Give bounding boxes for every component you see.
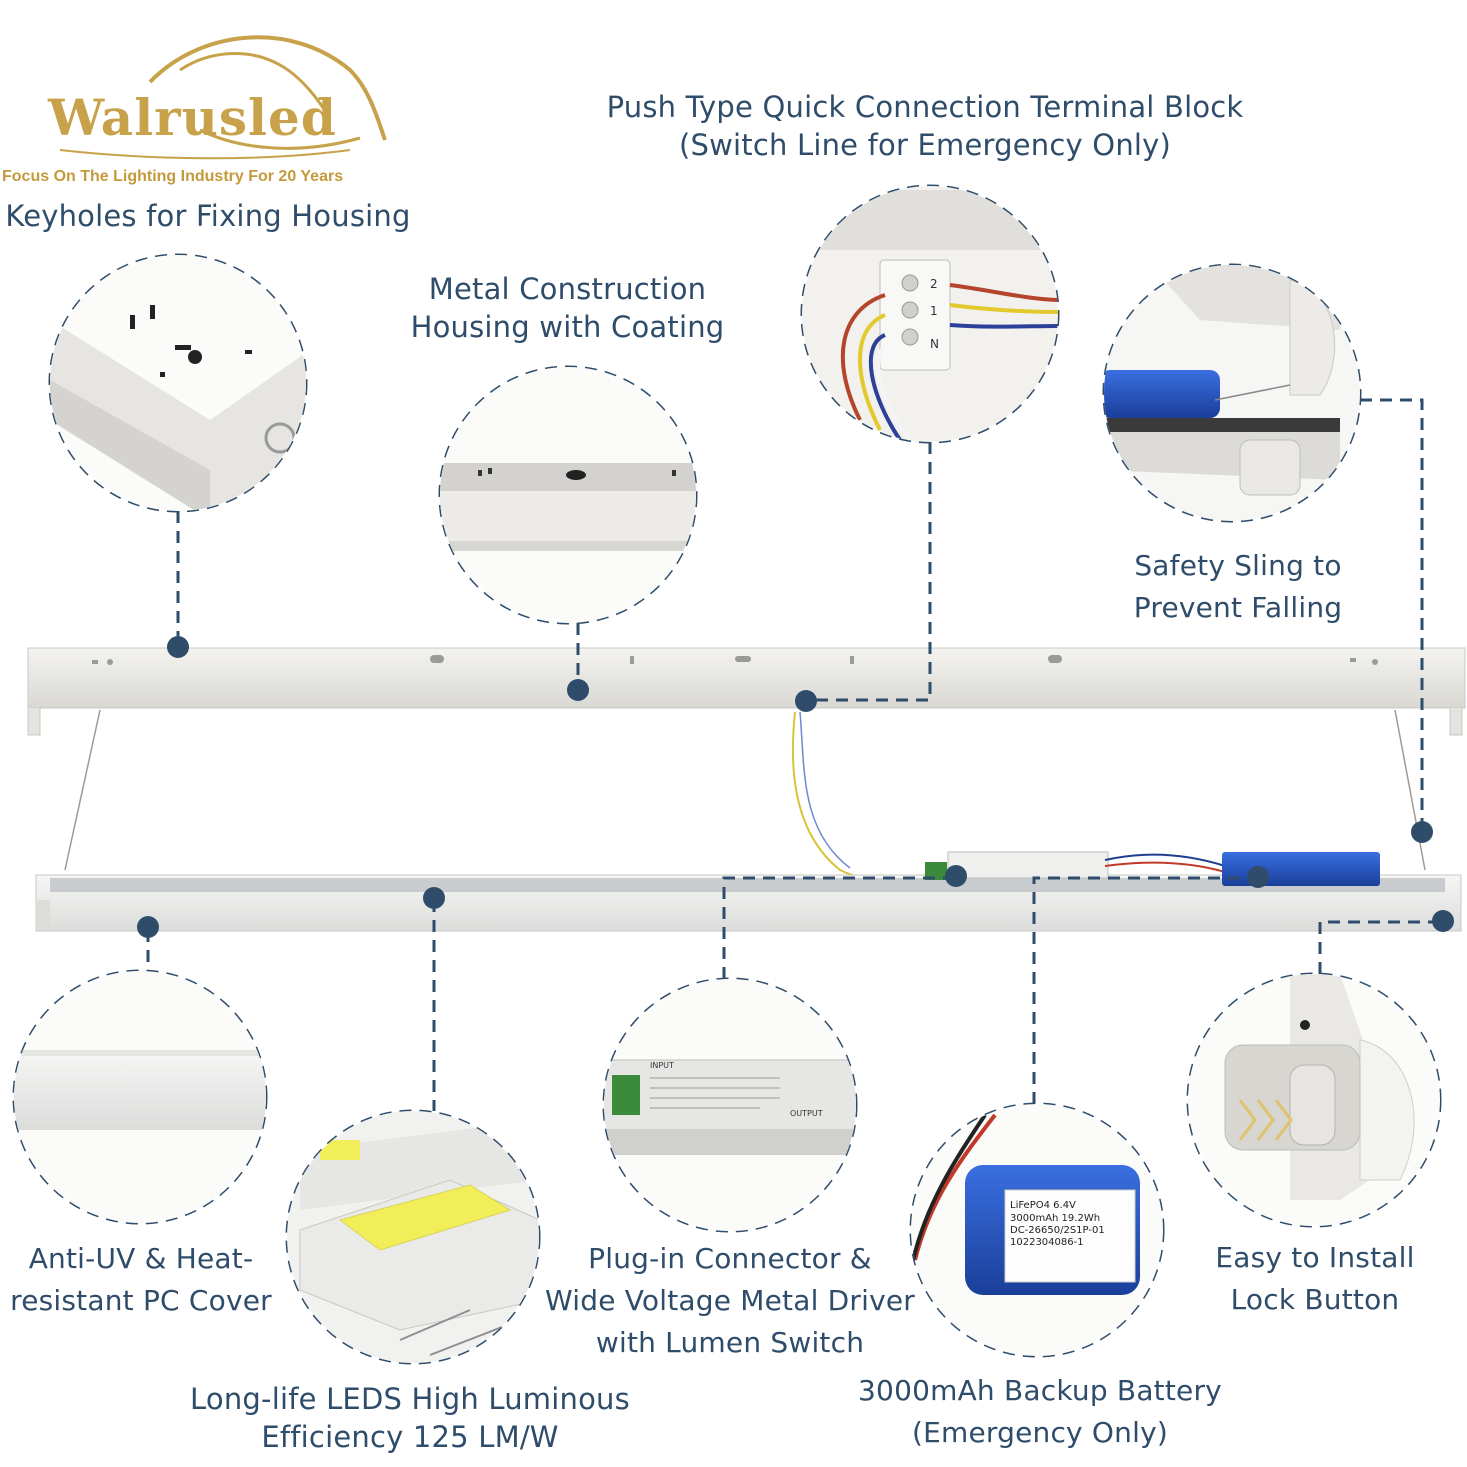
led-chip-detail xyxy=(287,1111,539,1363)
driver-detail: INPUT OUTPUT xyxy=(604,979,856,1231)
connection-cable xyxy=(791,711,926,881)
terminal-pin-n: N xyxy=(930,337,939,351)
sling-wire-left xyxy=(64,709,101,871)
label-battery: 3000mAh Backup Battery(Emergency Only) xyxy=(858,1374,1222,1449)
lens-bar xyxy=(35,874,1462,932)
brand-tagline: Focus On The Lighting Industry For 20 Ye… xyxy=(2,168,344,185)
terminal-pin-1: 1 xyxy=(930,304,938,318)
driver-input-text: INPUT xyxy=(650,1061,674,1070)
battery-line1: LiFePO4 6.4V xyxy=(1010,1200,1076,1211)
battery-line4: 1022304086-1 xyxy=(1010,1237,1084,1248)
sling-wire-right xyxy=(1394,709,1426,871)
metal-housing-detail xyxy=(440,367,696,623)
battery-line2: 3000mAh 19.2Wh xyxy=(1010,1213,1100,1224)
battery-detail: LiFePO4 6.4V 3000mAh 19.2Wh DC-26650/2S1… xyxy=(911,1104,1163,1356)
label-pc-cover: Anti-UV & Heat-resistant PC Cover xyxy=(10,1242,272,1317)
driver-unit xyxy=(925,851,1380,886)
label-keyholes: Keyholes for Fixing Housing xyxy=(5,199,411,233)
lock-button-detail xyxy=(1188,974,1440,1226)
terminal-pin-2: 2 xyxy=(930,277,938,291)
label-driver: Plug-in Connector &Wide Voltage Metal Dr… xyxy=(544,1242,916,1359)
callout-dots xyxy=(137,636,1454,938)
pc-cover-detail xyxy=(14,971,266,1223)
brand-name: Walrusled xyxy=(48,88,337,147)
safety-sling-detail xyxy=(1104,265,1360,521)
driver-output-text: OUTPUT xyxy=(790,1109,823,1118)
walrus-logo-icon xyxy=(59,35,387,160)
housing-bar xyxy=(27,647,1466,736)
brand-logo: Walrusled Focus On The Lighting Industry… xyxy=(0,10,420,190)
label-terminal-block: Push Type Quick Connection Terminal Bloc… xyxy=(606,90,1244,162)
battery-line3: DC-26650/2S1P-01 xyxy=(1010,1225,1105,1236)
keyholes-detail xyxy=(50,255,306,511)
